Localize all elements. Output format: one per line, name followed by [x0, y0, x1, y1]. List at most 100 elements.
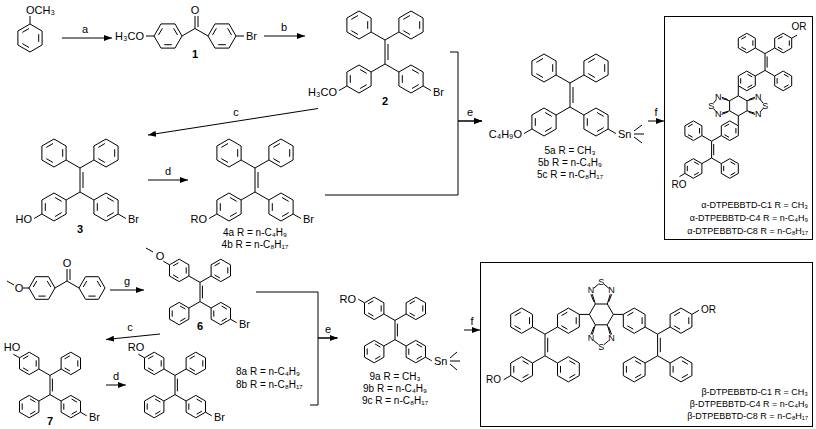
product-box: SNNROORNNSβ-DTPEBBTD-C1 R = CH₃β-DTPEBBT… — [480, 262, 813, 427]
bond-line — [146, 36, 154, 37]
benzene-ring — [738, 71, 755, 91]
bond-line — [384, 314, 395, 320]
bond-line — [351, 16, 358, 20]
bond-line — [80, 192, 94, 200]
atom-label: HO — [4, 342, 21, 353]
bond-line — [740, 78, 741, 83]
bond-line — [395, 340, 406, 346]
bond-line — [255, 168, 256, 192]
atom-label: Br — [303, 214, 314, 225]
bond-line — [402, 75, 403, 83]
bond-line — [682, 374, 688, 377]
bond-line — [39, 369, 50, 375]
bond-line — [562, 326, 568, 329]
bond-line — [282, 213, 289, 217]
reaction-arrow — [310, 338, 338, 405]
bond-line — [749, 97, 755, 99]
bond-line — [230, 198, 237, 202]
bond-line — [66, 160, 80, 168]
bond-line — [597, 113, 604, 117]
reaction-arrow — [450, 52, 482, 121]
bond-line — [371, 64, 385, 72]
bond-line — [556, 107, 570, 115]
compound-label: 8b R = n-C₈H₁₇ — [236, 380, 303, 390]
compound-label: 4b R = n-C₈H₁₇ — [222, 240, 289, 250]
bond-line — [755, 70, 765, 76]
bond-line — [83, 281, 87, 287]
bond-line — [660, 338, 661, 352]
bond-line — [513, 366, 514, 373]
bond-line — [371, 32, 385, 40]
atom-label: RO — [340, 294, 357, 305]
benzene-ring — [589, 304, 613, 325]
bond-line — [752, 40, 753, 45]
compound-label: 5c R = n-C₈H₁₇ — [537, 170, 603, 180]
benzene-ring — [145, 395, 164, 417]
bond-line — [174, 28, 178, 35]
bond-line — [634, 134, 644, 135]
reaction-arrow — [106, 385, 126, 386]
benzene-ring — [623, 357, 645, 382]
bond-line — [72, 399, 77, 402]
bond-line — [339, 86, 347, 91]
bond-line — [231, 319, 237, 323]
compound: HOBr7 — [2, 340, 106, 429]
benzene-ring — [170, 259, 189, 281]
bond-line — [186, 267, 187, 273]
bond-line — [282, 198, 289, 202]
benzene-ring — [511, 308, 533, 333]
benzene-ring — [365, 297, 384, 319]
bond-line — [272, 203, 273, 211]
bond-line — [22, 404, 23, 410]
benzene-ring — [775, 71, 792, 91]
bond-line — [164, 395, 175, 401]
bond-line — [273, 159, 280, 163]
atom-label: N — [588, 286, 595, 295]
compound-number: 7 — [47, 416, 53, 427]
bond-line — [789, 40, 790, 45]
bond-line — [197, 411, 202, 414]
benzene-ring — [584, 108, 608, 136]
bond-line — [722, 112, 728, 114]
bond-line — [97, 281, 101, 287]
compound-label: 9a R = CH₃ — [369, 372, 420, 382]
bond-line — [30, 16, 31, 24]
bond-line — [417, 356, 422, 359]
reaction-arrow — [62, 38, 112, 39]
bond-line — [579, 314, 589, 315]
bond-line — [81, 412, 87, 416]
bond-line — [213, 311, 214, 317]
bond-line — [351, 31, 358, 35]
bond-line — [63, 404, 64, 410]
bond-line — [22, 29, 29, 33]
atom-label: N — [755, 93, 762, 102]
atom-label: N — [715, 93, 722, 102]
bond-line — [70, 269, 71, 280]
bond-line — [52, 379, 53, 392]
bond-line — [627, 312, 633, 315]
bond-line — [7, 281, 14, 285]
bond-line — [175, 375, 176, 394]
compound-number: 3 — [77, 224, 83, 235]
bond-line — [221, 159, 228, 163]
bond-line — [148, 368, 153, 371]
bond-line — [545, 327, 558, 334]
bond-line — [50, 375, 51, 394]
reagent-letter: d — [164, 166, 172, 177]
benzene-ring — [685, 121, 702, 141]
bond-line — [749, 112, 755, 114]
atom-label: O — [156, 251, 165, 262]
bond-line — [273, 144, 280, 148]
bond-line — [536, 59, 543, 63]
bond-line — [680, 173, 685, 176]
bond-line — [67, 281, 79, 288]
atom-label: N — [755, 110, 762, 119]
bond-line — [213, 28, 217, 35]
benzene-ring — [670, 357, 692, 382]
bond-line — [723, 166, 724, 171]
atom-label: S — [598, 278, 604, 287]
bond-line — [403, 31, 410, 35]
bond-line — [395, 314, 406, 320]
bond-line — [218, 44, 226, 45]
